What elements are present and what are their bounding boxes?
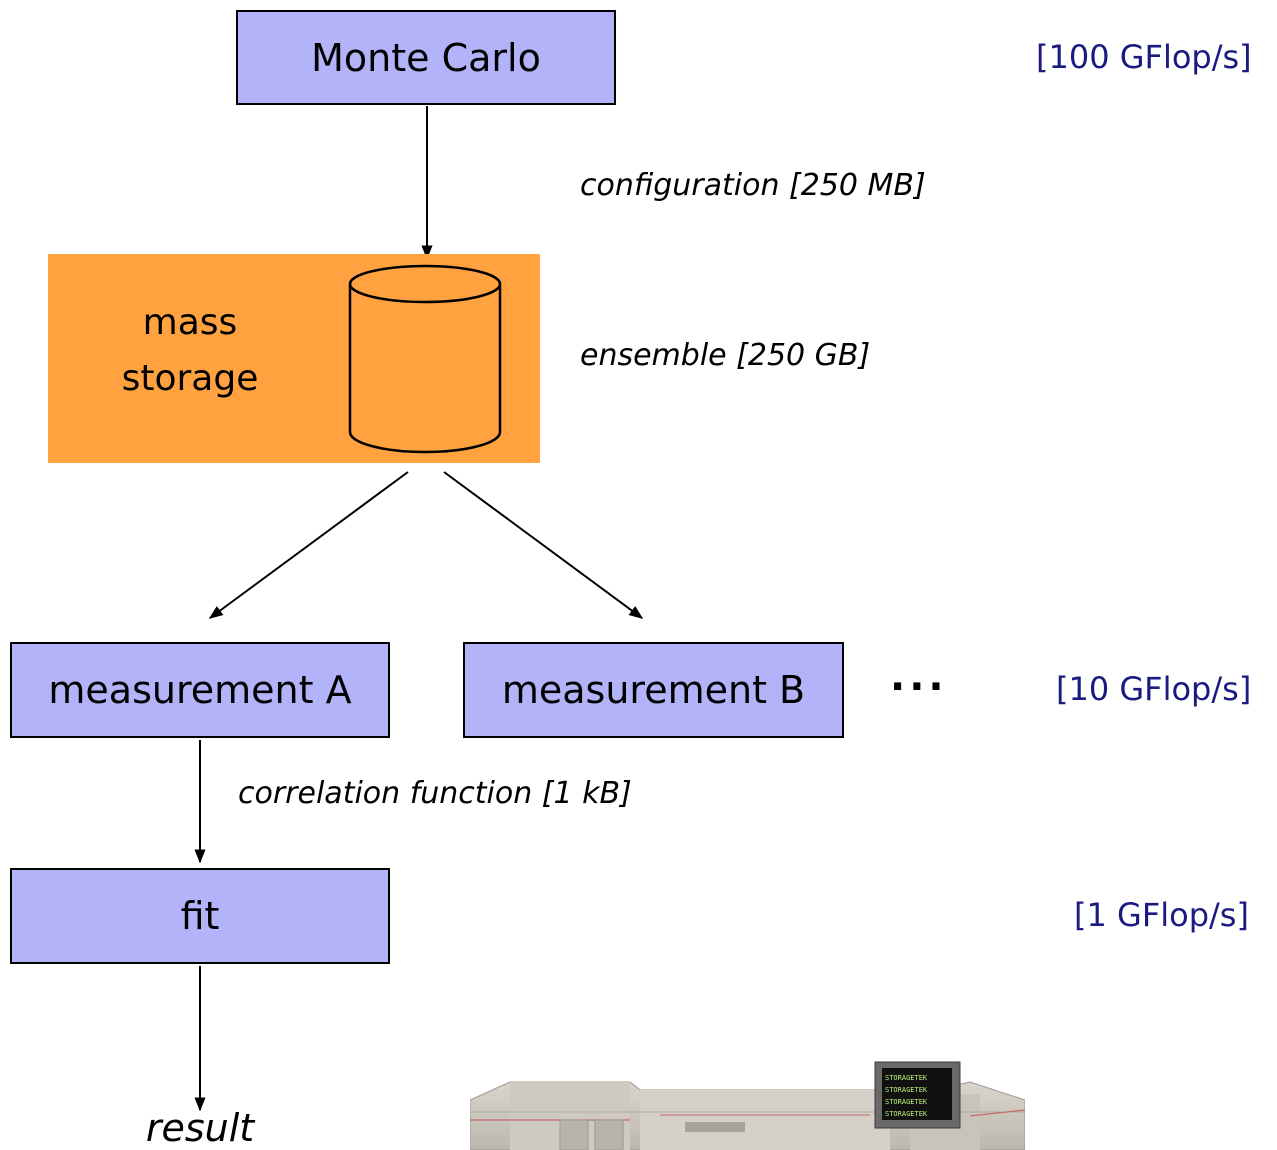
monte-carlo-box: Monte Carlo bbox=[236, 10, 616, 105]
configuration-label: configuration [250 MB] bbox=[580, 168, 926, 203]
screen-line-4: STORAGETEK bbox=[885, 1110, 928, 1118]
fit-label: fit bbox=[180, 894, 220, 938]
arrow-storage-to-measurement-b bbox=[443, 471, 644, 619]
mass-storage-label-line1: mass bbox=[142, 302, 238, 343]
arrow-storage-to-measurement-a bbox=[208, 471, 409, 619]
measurement-rate: [10 GFlop/s] bbox=[1056, 670, 1252, 708]
screen-line-2: STORAGETEK bbox=[885, 1086, 928, 1094]
ensemble-label: ensemble [250 GB] bbox=[580, 338, 871, 373]
database-cylinder-icon bbox=[348, 264, 502, 454]
measurement-b-label: measurement B bbox=[501, 668, 806, 712]
measurement-b-box: measurement B bbox=[463, 642, 844, 738]
fit-rate: [1 GFlop/s] bbox=[1074, 896, 1249, 934]
screen-line-3: STORAGETEK bbox=[885, 1098, 928, 1106]
result-label: result bbox=[145, 1106, 255, 1150]
screen-line-1: STORAGETEK bbox=[885, 1074, 928, 1082]
mass-storage-label-line2: storage bbox=[121, 358, 259, 399]
fit-box: fit bbox=[10, 868, 390, 964]
more-measurements-ellipsis: ··· bbox=[890, 664, 948, 710]
measurement-a-label: measurement A bbox=[48, 668, 352, 712]
mass-storage-label: mass storage bbox=[100, 295, 280, 407]
monte-carlo-rate: [100 GFlop/s] bbox=[1036, 38, 1252, 76]
monte-carlo-label: Monte Carlo bbox=[311, 35, 541, 80]
tape-library-photo: STORAGETEK STORAGETEK STORAGETEK STORAGE… bbox=[470, 1061, 1025, 1150]
correlation-label: correlation function [1 kB] bbox=[238, 776, 632, 811]
measurement-a-box: measurement A bbox=[10, 642, 390, 738]
